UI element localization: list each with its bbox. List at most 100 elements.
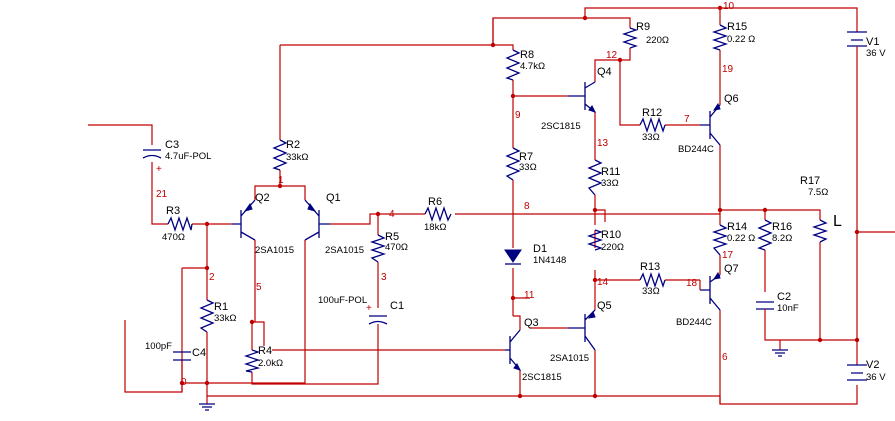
svg-text:R1: R1 (214, 301, 228, 313)
svg-text:33Ω: 33Ω (519, 162, 537, 173)
svg-text:36 V: 36 V (866, 372, 886, 383)
svg-text:3: 3 (381, 272, 387, 283)
svg-text:18kΩ: 18kΩ (424, 222, 446, 233)
svg-text:2SC1815: 2SC1815 (541, 121, 581, 132)
svg-text:D1: D1 (533, 243, 547, 255)
svg-text:Q4: Q4 (597, 66, 612, 78)
resistor-r7[interactable]: R7 33Ω (505, 147, 537, 181)
svg-text:C1: C1 (390, 300, 404, 312)
resistor-r4[interactable]: R4 2.0kΩ (243, 345, 283, 373)
svg-text:100pF: 100pF (145, 341, 172, 352)
svg-text:Q5: Q5 (597, 300, 612, 312)
transistor-q1[interactable]: Q1 2SA1015 (304, 192, 364, 256)
svg-text:6: 6 (722, 352, 728, 363)
resistor-r2[interactable]: R2 33kΩ (272, 139, 308, 171)
svg-text:1: 1 (278, 175, 284, 186)
svg-text:Q2: Q2 (255, 192, 270, 204)
wires (88, 7, 895, 405)
svg-text:R6: R6 (428, 196, 442, 208)
transistor-q3[interactable]: Q3 2SC1815 (505, 315, 562, 383)
svg-text:11: 11 (524, 290, 535, 301)
transistor-q7[interactable]: Q7 BD244C (676, 263, 739, 328)
svg-text:470Ω: 470Ω (162, 232, 185, 243)
svg-text:R4: R4 (258, 345, 272, 357)
svg-text:R8: R8 (520, 49, 534, 61)
svg-text:19: 19 (722, 64, 734, 75)
resistor-r12[interactable]: R12 33Ω (639, 107, 666, 143)
capacitor-c4[interactable]: C4 100pF (145, 341, 206, 361)
svg-text:0: 0 (181, 377, 187, 388)
svg-text:Q3: Q3 (524, 317, 539, 329)
svg-text:2SA1015: 2SA1015 (255, 245, 294, 256)
capacitor-c1[interactable]: C1 100uF-POL + (318, 295, 404, 338)
transistor-q2[interactable]: Q2 2SA1015 (232, 192, 294, 256)
diode-d1[interactable]: D1 1N4148 (504, 243, 566, 266)
resistor-r10[interactable]: R10 220Ω (586, 229, 624, 253)
svg-text:33kΩ: 33kΩ (286, 152, 308, 163)
svg-text:12: 12 (606, 50, 618, 61)
svg-text:10: 10 (723, 1, 735, 12)
resistor-r15[interactable]: R15 0.22 Ω (711, 21, 755, 51)
svg-text:2: 2 (209, 272, 215, 283)
svg-text:220Ω: 220Ω (601, 242, 624, 253)
resistor-r3[interactable]: R3 470Ω (162, 205, 193, 243)
voltage-source-v2[interactable]: V2 36 V (847, 359, 886, 383)
svg-text:R13: R13 (640, 261, 660, 273)
svg-text:V2: V2 (866, 359, 879, 371)
svg-text:R9: R9 (636, 21, 650, 33)
resistor-r16[interactable]: R16 8.2Ω (757, 219, 792, 251)
resistor-r8[interactable]: R8 4.7kΩ (505, 49, 545, 81)
resistor-r11[interactable]: R11 33Ω (587, 159, 620, 196)
voltage-source-v1[interactable]: V1 36 V (847, 31, 886, 59)
svg-text:R15: R15 (727, 21, 747, 33)
svg-text:0.22 Ω: 0.22 Ω (727, 233, 755, 244)
svg-text:+: + (156, 164, 162, 175)
svg-text:13: 13 (597, 138, 609, 149)
svg-text:R16: R16 (772, 221, 792, 233)
capacitor-c3[interactable]: C3 4.7uF-POL + (142, 139, 211, 175)
svg-text:V1: V1 (866, 36, 879, 48)
svg-text:100uF-POL: 100uF-POL (318, 295, 367, 306)
svg-text:8.2Ω: 8.2Ω (772, 233, 792, 244)
svg-text:1N4148: 1N4148 (533, 255, 566, 266)
svg-text:33Ω: 33Ω (601, 178, 619, 189)
svg-text:C2: C2 (777, 291, 791, 303)
svg-text:R11: R11 (601, 166, 620, 178)
resistor-r17[interactable]: R17 7.5Ω (800, 175, 828, 243)
svg-text:R12: R12 (642, 107, 662, 119)
svg-text:4.7kΩ: 4.7kΩ (520, 61, 545, 72)
transistor-q4[interactable]: Q4 2SC1815 (541, 66, 612, 132)
svg-text:C3: C3 (165, 139, 179, 151)
svg-text:Q7: Q7 (724, 263, 739, 275)
svg-text:8: 8 (524, 201, 530, 212)
svg-text:R5: R5 (385, 231, 399, 243)
svg-text:36 V: 36 V (866, 48, 886, 59)
svg-text:33Ω: 33Ω (642, 286, 660, 297)
resistor-r13[interactable]: R13 33Ω (639, 261, 666, 297)
svg-text:R2: R2 (286, 139, 300, 151)
node-labels: 0 1 2 3 4 5 6 7 8 9 10 11 12 13 14 17 18… (156, 1, 735, 388)
svg-text:Q6: Q6 (724, 93, 739, 105)
inductor-label: L (833, 213, 842, 230)
svg-text:14: 14 (597, 277, 609, 288)
transistor-q5[interactable]: Q5 2SA1015 (550, 300, 612, 364)
transistor-q6[interactable]: Q6 BD244C (678, 93, 739, 155)
resistor-r6[interactable]: R6 18kΩ (424, 196, 452, 233)
svg-text:220Ω: 220Ω (646, 35, 669, 46)
svg-text:BD244C: BD244C (678, 144, 714, 155)
resistor-r1[interactable]: R1 33kΩ (199, 299, 236, 333)
capacitor-c2[interactable]: C2 10nF (756, 291, 799, 320)
resistor-r5[interactable]: R5 470Ω (369, 231, 408, 263)
junctions (179, 5, 860, 399)
svg-text:4: 4 (389, 209, 395, 220)
svg-text:5: 5 (256, 282, 262, 293)
resistor-r14[interactable]: R14 0.22 Ω (711, 221, 755, 256)
svg-text:2SA1015: 2SA1015 (325, 245, 364, 256)
svg-text:R17: R17 (800, 175, 820, 187)
svg-text:R3: R3 (166, 205, 180, 217)
svg-text:R14: R14 (727, 221, 747, 233)
svg-text:18: 18 (686, 278, 698, 289)
svg-text:2SC1815: 2SC1815 (522, 372, 562, 383)
resistor-r9[interactable]: R9 220Ω (621, 21, 669, 49)
